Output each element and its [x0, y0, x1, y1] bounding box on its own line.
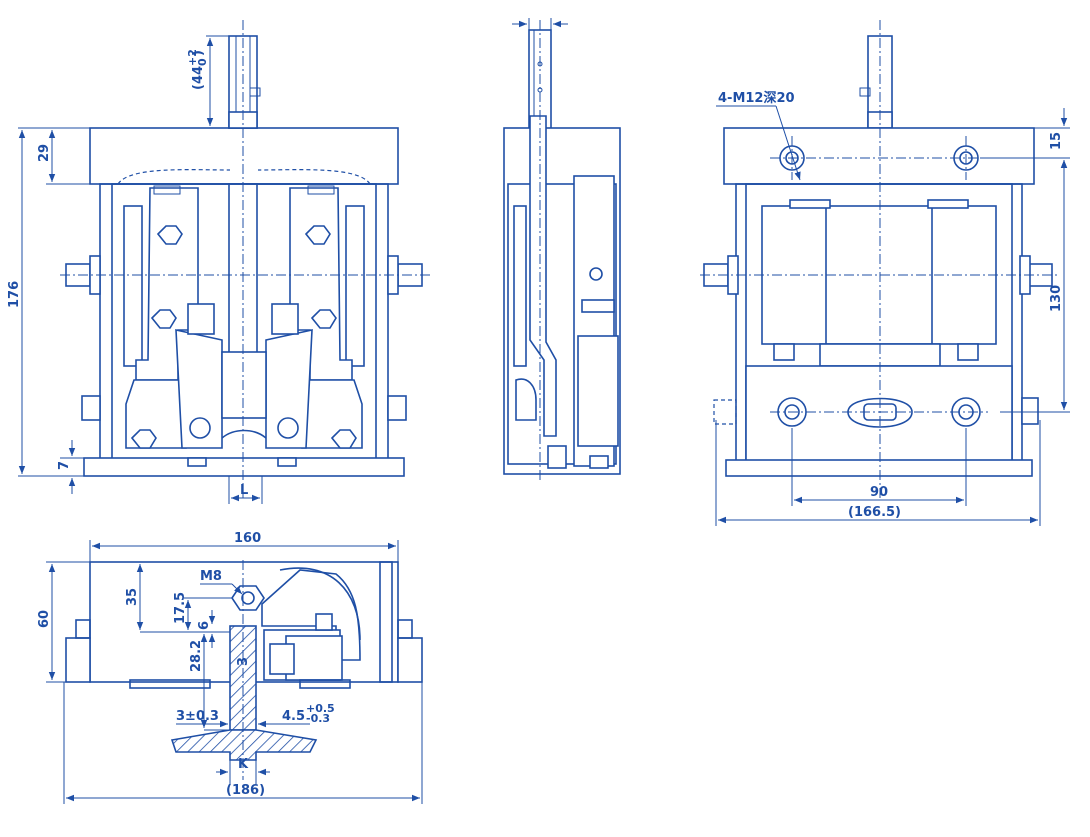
dim-K: K: [238, 757, 249, 772]
dim-15: 15: [1049, 132, 1064, 150]
dim-90: 90: [870, 485, 888, 500]
dim-29: 29: [37, 144, 52, 162]
dim-176: 176: [7, 281, 22, 308]
dim-17-5: 17.5: [173, 592, 188, 624]
dim-44-tol-up: +2: [186, 49, 199, 66]
side-view: [503, 18, 621, 480]
dim-M8: M8: [200, 569, 222, 584]
dim-160: 160: [234, 531, 261, 546]
dim-130: 130: [1049, 285, 1064, 312]
dim-44-close: ): [191, 50, 206, 56]
dim-4-5-dn: -0.3: [306, 712, 330, 725]
dim-L: L: [240, 483, 248, 498]
dim-166: (166.5): [848, 505, 901, 520]
front-dimensions: (44 +2 0 ) 29 176 7 L: [7, 35, 263, 504]
top-dimensions: 160 60 35 17.5 6 28.2 3 M8 3±0.3 4.5 +0.…: [37, 531, 423, 804]
dim-6: 6: [197, 621, 212, 630]
dim-44-tol-dn: 0: [196, 58, 209, 66]
dim-3-tol: 3±0.3: [176, 709, 219, 724]
front-view: [60, 20, 430, 500]
dim-thread: 4-M12深20: [718, 90, 795, 106]
dim-60: 60: [37, 610, 52, 628]
top-view: [65, 560, 423, 780]
dim-3: 3: [236, 657, 251, 666]
dim-4-5-up: +0.5: [306, 702, 335, 715]
dim-186: (186): [226, 783, 265, 798]
right-view: [700, 20, 1060, 500]
dim-35: 35: [125, 588, 140, 606]
dim-28-2: 28.2: [189, 640, 204, 672]
dim-4-5: 4.5: [282, 709, 305, 724]
dim-7: 7: [57, 461, 72, 470]
dim-44: (44: [191, 66, 206, 90]
right-dimensions: 4-M12深20 15 130 90 (166.5): [715, 90, 1070, 526]
